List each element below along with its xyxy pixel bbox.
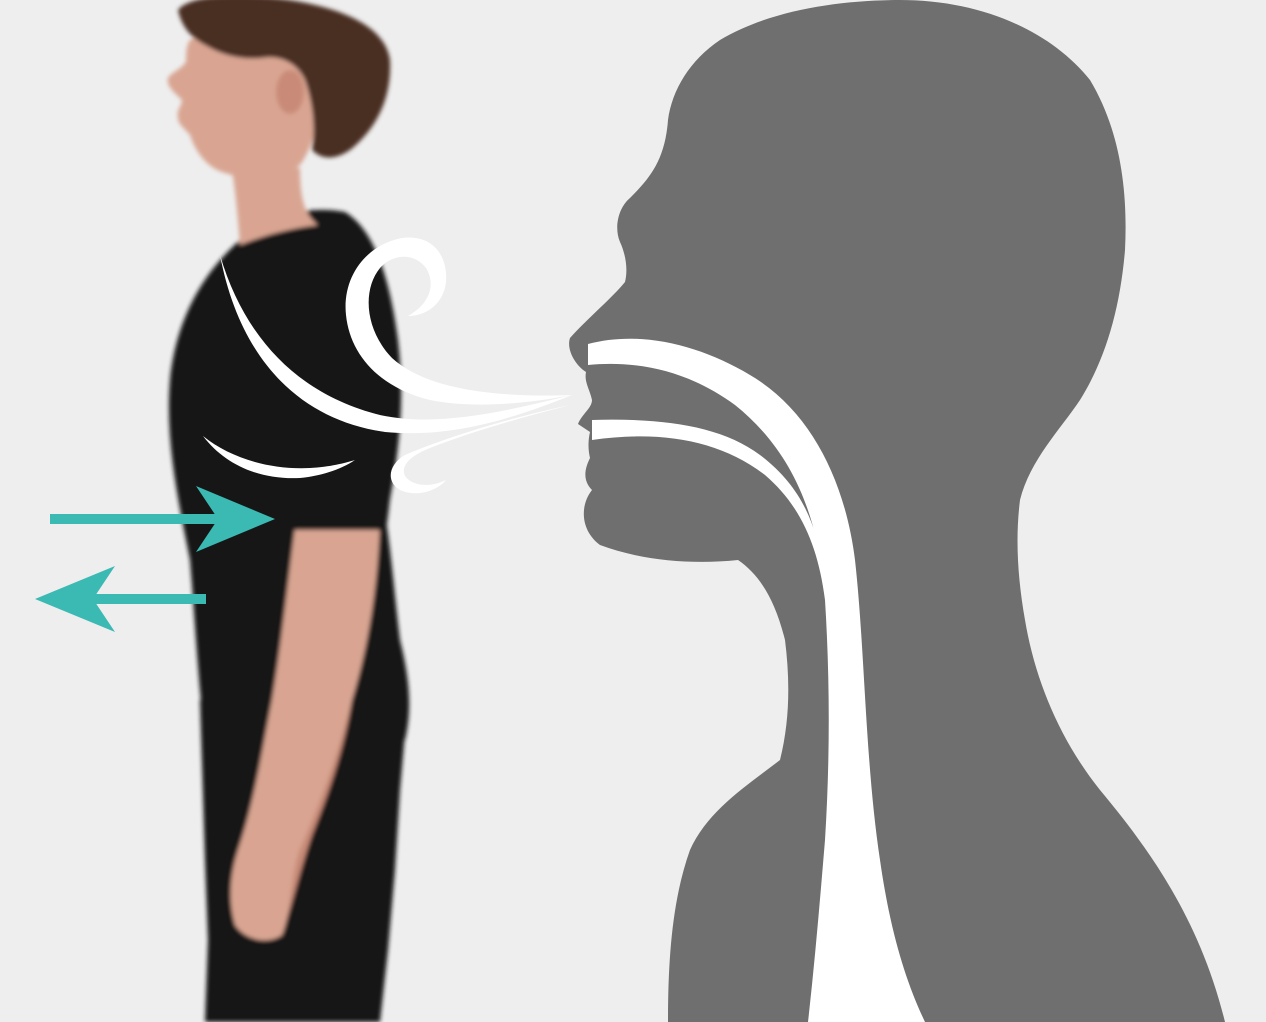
person-ear: [276, 70, 304, 114]
